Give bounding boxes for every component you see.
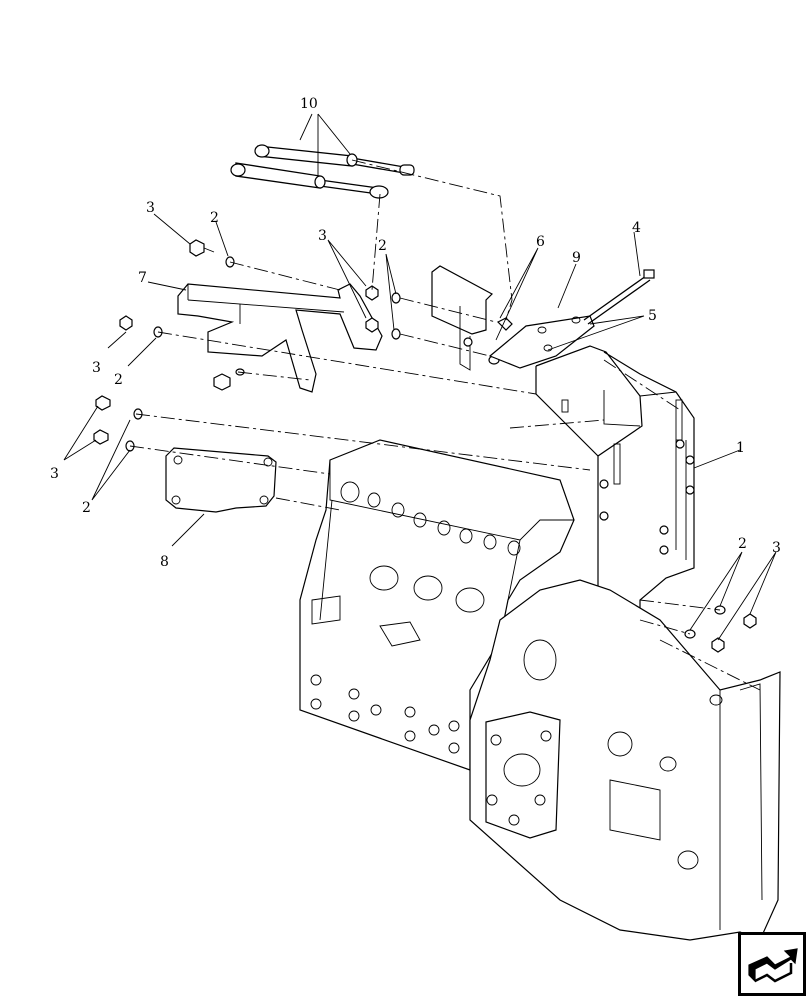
gas-spring-lower [230,162,389,199]
callout-2: 2 [738,536,747,552]
callout-3: 3 [92,360,101,376]
callout-6: 6 [536,234,545,250]
callout-8: 8 [160,554,169,570]
callout-3: 3 [318,228,327,244]
callout-3: 3 [146,200,155,216]
callout-3: 3 [50,466,59,482]
bolts-right [684,605,757,653]
rod-4 [583,269,655,325]
bracket-9 [488,315,595,369]
plate-8 [165,447,277,513]
next-page-button[interactable] [738,932,806,996]
gas-spring-upper [254,144,415,176]
callout-10: 10 [300,96,318,112]
callout-4: 4 [632,220,641,236]
callout-2: 2 [114,372,123,388]
callout-9: 9 [572,250,581,266]
callout-3: 3 [772,540,781,556]
leader-lines [63,113,777,641]
next-page-arrow-icon [748,948,798,983]
bolts-center [365,285,401,340]
callout-2: 2 [210,210,219,226]
bracket-7 [177,283,383,393]
callout-7: 7 [138,270,147,286]
callout-2: 2 [82,500,91,516]
callout-2: 2 [378,238,387,254]
callout-1: 1 [736,440,745,456]
frame-1 [535,345,695,649]
callout-labels: 10 3 2 3 2 6 4 9 7 5 3 2 1 3 2 8 2 3 [50,96,781,570]
assembly-lines [129,159,761,691]
flywheel-housing [469,579,781,941]
callout-5: 5 [648,308,657,324]
bolt-under-bracket [213,368,245,391]
